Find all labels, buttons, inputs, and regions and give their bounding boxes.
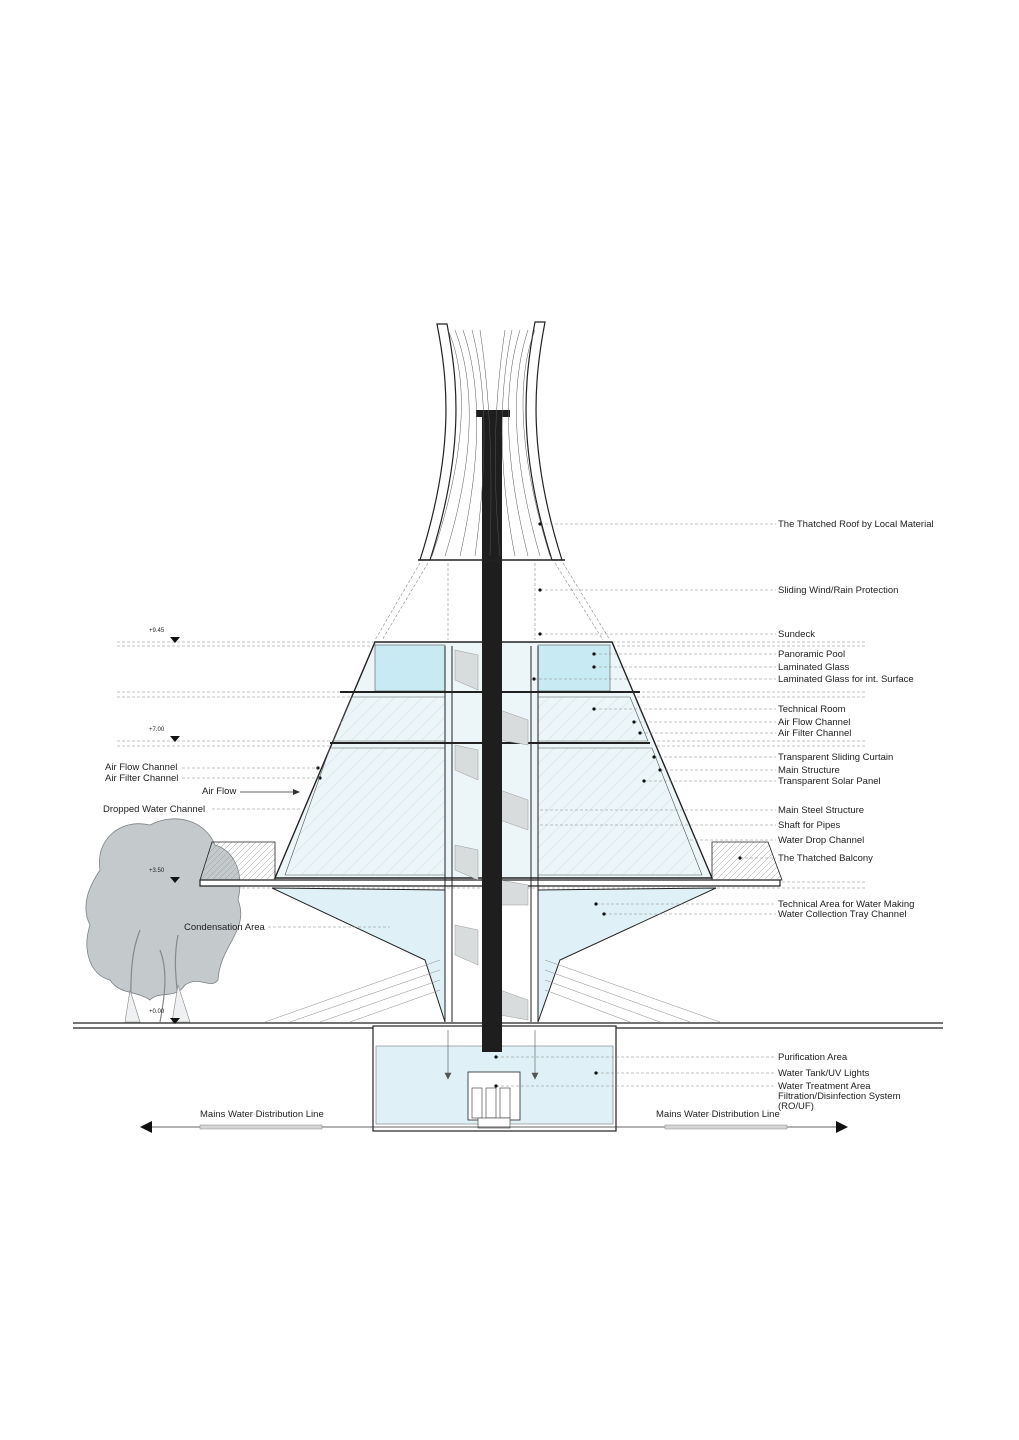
label-main-structure: Main Structure [778,765,840,776]
label-filtration-system: Filtration/Disinfection System [778,1091,901,1102]
label-mains-right: Mains Water Distribution Line [656,1109,780,1120]
label-technical-area: Technical Area for Water Making [778,899,915,910]
level-700: +7.00 [149,727,165,733]
leader-lines-left [182,767,390,928]
label-left-air-filter-channel: Air Filter Channel [105,773,179,784]
level-000: +0.00 [149,1009,165,1015]
mains-line [140,1121,848,1133]
central-column [482,412,502,1052]
label-dropped-water-channel: Dropped Water Channel [103,804,206,815]
label-condensation-area: Condensation Area [184,922,265,933]
leader-lines-right [496,523,776,1087]
level-markers [170,637,180,1024]
label-thatched-balcony: The Thatched Balcony [778,853,873,864]
label-shaft-for-pipes: Shaft for Pipes [778,820,841,831]
label-solar-panel: Transparent Solar Panel [778,776,881,787]
label-panoramic-pool: Panoramic Pool [778,649,846,660]
label-purification-area: Purification Area [778,1052,848,1063]
tree [85,818,242,1023]
wind-protection [374,562,611,641]
level-350: +3.50 [149,868,165,874]
label-ro-uf: (RO/UF) [778,1101,814,1112]
label-left-air-flow-channel: Air Flow Channel [105,762,178,773]
spiral-stair [454,649,529,1021]
air-flow-arrow [240,789,300,795]
label-thatched-roof: The Thatched Roof by Local Material [778,519,934,530]
flow-arrows [444,1030,539,1080]
label-water-treatment: Water Treatment Area [778,1081,871,1092]
leader-dots [316,522,742,1088]
label-sliding-curtain: Transparent Sliding Curtain [778,752,894,763]
label-air-flow: Air Flow [202,786,237,797]
shaft [444,646,539,1022]
thatched-roof [418,321,565,561]
arrow-left-icon [140,1121,152,1133]
label-air-filter-channel: Air Filter Channel [778,728,852,739]
label-water-tank: Water Tank/UV Lights [778,1068,870,1079]
label-laminated-glass-int: Laminated Glass for int. Surface [778,674,914,685]
label-technical-room: Technical Room [778,704,846,715]
label-collection-tray: Water Collection Tray Channel [778,909,907,920]
label-sundeck: Sundeck [778,629,815,640]
label-sliding-wind-protection: Sliding Wind/Rain Protection [778,585,899,596]
level-945: +9.45 [149,628,165,634]
label-laminated-glass: Laminated Glass [778,662,850,673]
label-main-steel-structure: Main Steel Structure [778,805,865,816]
label-air-flow-channel: Air Flow Channel [778,717,851,728]
arrow-right-icon [836,1121,848,1133]
label-mains-left: Mains Water Distribution Line [200,1109,324,1120]
label-water-drop-channel: Water Drop Channel [778,835,865,846]
